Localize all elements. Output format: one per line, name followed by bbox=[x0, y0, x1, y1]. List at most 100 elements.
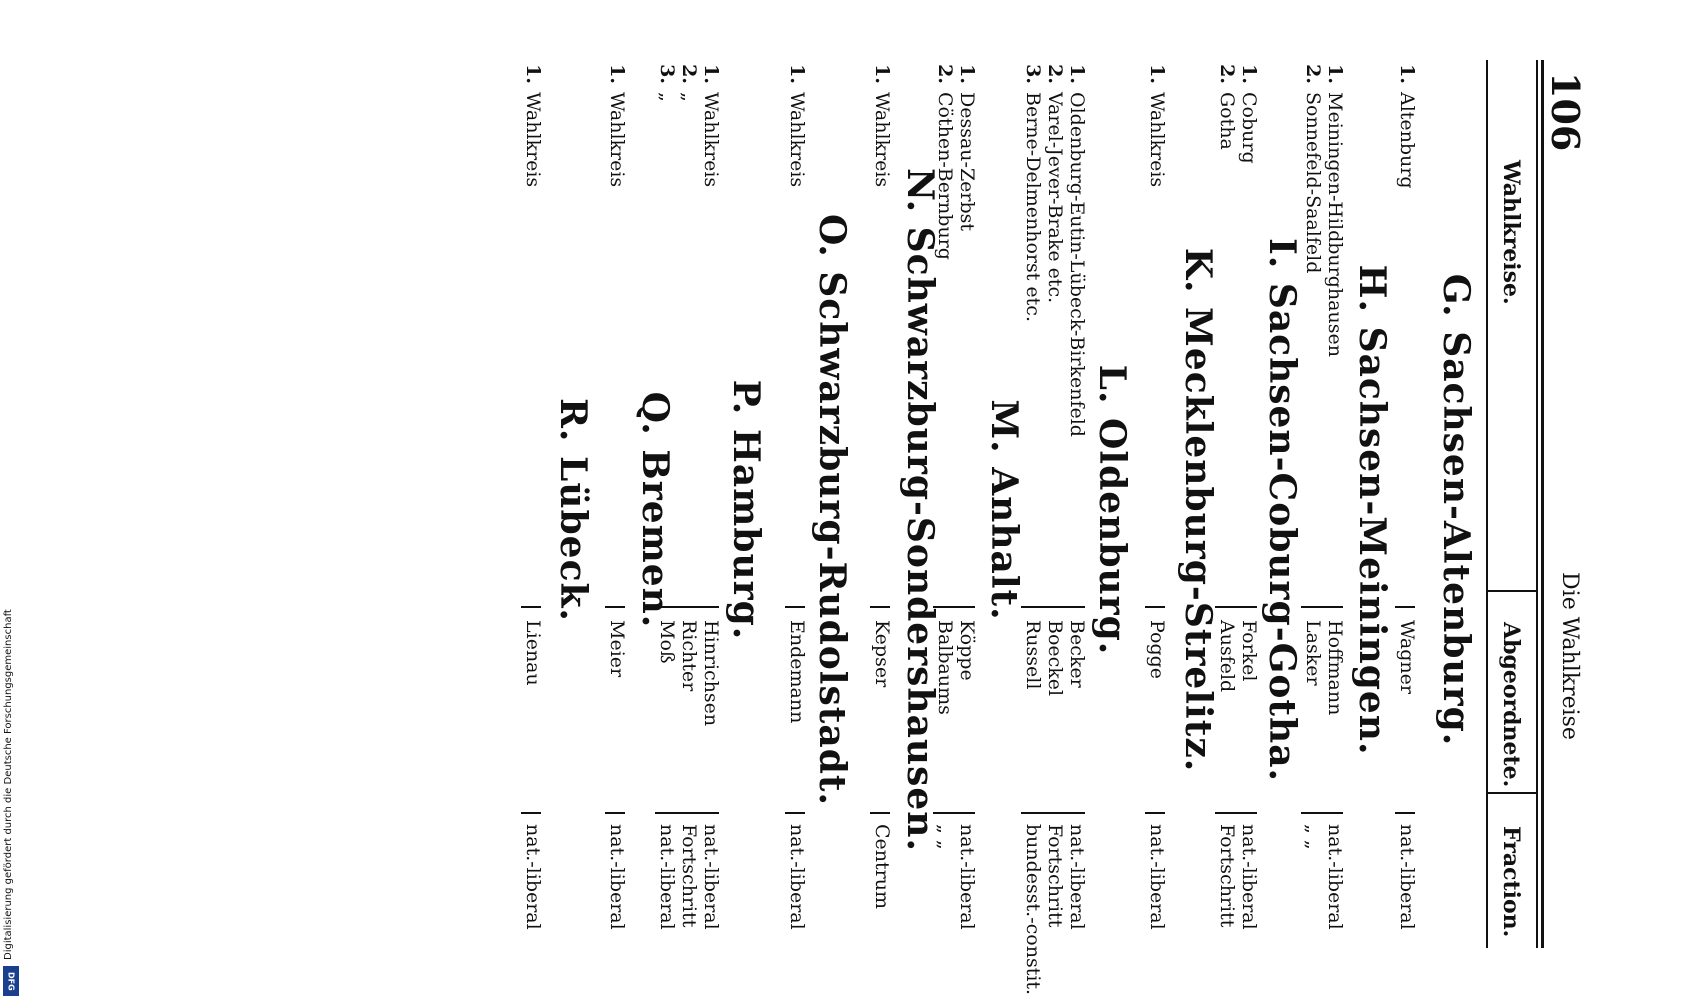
credit-sidebar: Digitalisierung gefördert durch die Deut… bbox=[0, 0, 26, 1000]
faction-name: nat.-liberal bbox=[606, 824, 628, 930]
district-name: Wahlkreis bbox=[606, 92, 628, 188]
header-divider-2 bbox=[1486, 792, 1538, 794]
header-divider-1 bbox=[1486, 590, 1538, 592]
faction-column-bar bbox=[521, 812, 541, 814]
deputy-column-bar bbox=[1395, 606, 1415, 608]
faction-name: Fortschritt bbox=[678, 824, 700, 928]
deputy-name: Boeckel bbox=[1044, 620, 1066, 697]
header-deputy: Abgeordnete. bbox=[1498, 622, 1524, 788]
deputy-column-bar bbox=[1215, 606, 1257, 608]
faction-column-bar bbox=[1021, 812, 1085, 814]
faction-name: nat.-liberal bbox=[1066, 824, 1088, 930]
faction-column-bar bbox=[785, 812, 805, 814]
faction-column-bar bbox=[605, 812, 625, 814]
faction-column-bar bbox=[1395, 812, 1415, 814]
section-title: G. Sachsen-Altenburg. bbox=[1435, 273, 1477, 747]
row-number: 1. bbox=[606, 64, 628, 84]
deputy-column-bar bbox=[605, 606, 625, 608]
row-number: 2. bbox=[1216, 64, 1238, 84]
faction-name: nat.-liberal bbox=[522, 824, 544, 930]
header-district: Wahlkreise. bbox=[1498, 160, 1524, 305]
row-number: 1. bbox=[871, 64, 893, 84]
deputy-name: Köppe bbox=[956, 620, 978, 681]
row-number: 1. bbox=[1324, 64, 1346, 84]
faction-column-bar bbox=[1301, 812, 1343, 814]
section-title: H. Sachsen-Meiningen. bbox=[1351, 264, 1393, 756]
running-head: Die Wahlkreise bbox=[1557, 572, 1582, 740]
row-number: 2. bbox=[934, 64, 956, 84]
deputy-name: Hoffmann bbox=[1324, 620, 1346, 716]
district-name: Sonnefeld-Saalfeld bbox=[1302, 92, 1324, 274]
deputy-name: Lasker bbox=[1302, 620, 1324, 686]
section-title: O. Schwarzburg-Rudolstadt. bbox=[811, 213, 853, 807]
deputy-name: Hinrichsen bbox=[700, 620, 722, 727]
faction-column-bar bbox=[870, 812, 890, 814]
district-name: Wahlkreis bbox=[1146, 92, 1168, 188]
faction-name: Fortschritt bbox=[1216, 824, 1238, 928]
section-title: N. Schwarzburg-Sondershausen. bbox=[899, 168, 941, 852]
deputy-name: Russell bbox=[1022, 620, 1044, 690]
section-title: R. Lübeck. bbox=[552, 398, 594, 622]
district-name: „ bbox=[656, 92, 678, 102]
faction-name: Centrum bbox=[871, 824, 893, 909]
faction-name: nat.-liberal bbox=[956, 824, 978, 930]
deputy-column-bar bbox=[785, 606, 805, 608]
row-number: 1. bbox=[1396, 64, 1418, 84]
district-name: Varel-Jever-Brake etc. bbox=[1044, 92, 1066, 304]
section-title: I. Sachsen-Coburg-Gotha. bbox=[1261, 237, 1303, 783]
district-name: Wahlkreis bbox=[786, 92, 808, 188]
section-title: P. Hamburg. bbox=[725, 379, 767, 641]
faction-name: nat.-liberal bbox=[1396, 824, 1418, 930]
section-title: Q. Bremen. bbox=[634, 391, 676, 629]
row-number: 2. bbox=[1302, 64, 1324, 84]
district-name: Gotha bbox=[1216, 92, 1238, 150]
section-title: K. Mecklenburg-Strelitz. bbox=[1177, 247, 1219, 773]
deputy-name: Richter bbox=[678, 620, 700, 692]
deputy-name: Forkel bbox=[1238, 620, 1260, 682]
header-bottom-rule bbox=[1486, 60, 1488, 948]
deputy-name: Lienau bbox=[522, 620, 544, 686]
dfg-logo: DFG bbox=[3, 966, 19, 996]
faction-column-bar bbox=[1145, 812, 1165, 814]
deputy-column-bar bbox=[1145, 606, 1165, 608]
row-number: 2. bbox=[678, 64, 700, 84]
deputy-name: Kepser bbox=[871, 620, 893, 688]
deputy-column-bar bbox=[870, 606, 890, 608]
row-number: 3. bbox=[1022, 64, 1044, 84]
faction-name: nat.-liberal bbox=[786, 824, 808, 930]
district-name: Coburg bbox=[1238, 92, 1260, 164]
deputy-name: Meier bbox=[606, 620, 628, 678]
page-number: 106 bbox=[1543, 72, 1588, 152]
header-faction: Fraction. bbox=[1498, 826, 1524, 938]
deputy-column-bar bbox=[521, 606, 541, 608]
row-number: 1. bbox=[1066, 64, 1088, 84]
section-title: L. Oldenburg. bbox=[1091, 364, 1133, 656]
faction-name: nat.-liberal bbox=[1146, 824, 1168, 930]
row-number: 1. bbox=[956, 64, 978, 84]
faction-name: bundesst.-constit. bbox=[1022, 824, 1044, 996]
faction-name: nat.-liberal bbox=[1238, 824, 1260, 930]
district-name: Wahlkreis bbox=[700, 92, 722, 188]
section-title: M. Anhalt. bbox=[983, 399, 1025, 621]
row-number: 1. bbox=[522, 64, 544, 84]
district-name: Wahlkreis bbox=[522, 92, 544, 188]
row-number: 1. bbox=[700, 64, 722, 84]
deputy-column-bar bbox=[1021, 606, 1085, 608]
deputy-name: Wagner bbox=[1396, 620, 1418, 694]
deputy-name: Pogge bbox=[1146, 620, 1168, 680]
faction-name: nat.-liberal bbox=[700, 824, 722, 930]
row-number: 2. bbox=[1044, 64, 1066, 84]
district-name: „ bbox=[678, 92, 700, 102]
deputy-name: Becker bbox=[1066, 620, 1088, 688]
faction-name: „ „ bbox=[1302, 824, 1324, 850]
faction-column-bar bbox=[1215, 812, 1257, 814]
faction-name: Fortschritt bbox=[1044, 824, 1066, 928]
district-name: Dessau-Zerbst bbox=[956, 92, 978, 232]
row-number: 1. bbox=[1238, 64, 1260, 84]
deputy-name: Ausfeld bbox=[1216, 620, 1238, 693]
district-name: Berne-Delmenhorst etc. bbox=[1022, 92, 1044, 322]
district-name: Meiningen-Hildburghausen bbox=[1324, 92, 1346, 357]
header-top-rule-2 bbox=[1536, 60, 1538, 948]
district-name: Wahlkreis bbox=[871, 92, 893, 188]
header-top-rule bbox=[1541, 60, 1544, 948]
